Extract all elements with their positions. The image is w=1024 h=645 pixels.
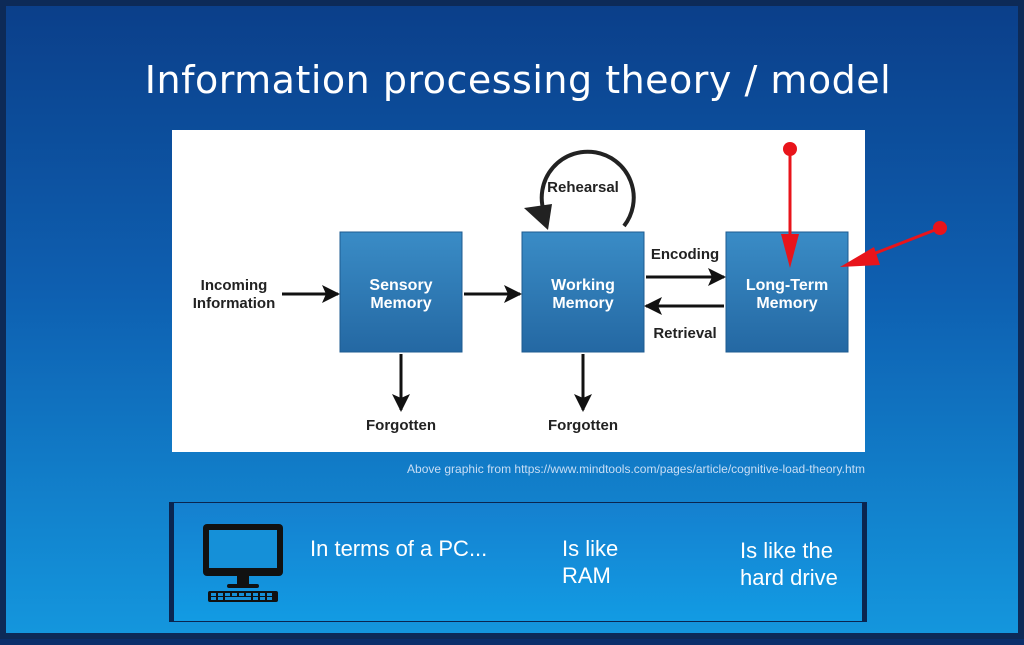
sensory-memory-label-1: Sensory [369, 277, 432, 294]
rehearsal-arrowhead [524, 204, 552, 230]
encoding-label: Encoding [651, 246, 719, 263]
long-term-memory-label-1: Long-Term [746, 277, 828, 294]
long-term-memory-label-2: Memory [756, 295, 817, 312]
desktop-computer-icon [203, 524, 283, 602]
ram-comparison-line1: Is like [562, 536, 619, 561]
long-term-memory-box: Long-Term Memory [725, 231, 849, 353]
working-memory-label-1: Working [551, 277, 615, 294]
pc-comparison-panel: In terms of a PC... Is like RAM Is like … [169, 502, 867, 622]
ram-comparison-text: Is like RAM [562, 535, 662, 589]
hard-drive-comparison-line1: Is like the [740, 538, 833, 563]
incoming-label-1: Incoming [201, 277, 268, 294]
sensory-memory-box: Sensory Memory [339, 231, 463, 353]
pc-intro-text: In terms of a PC... [310, 536, 488, 561]
working-memory-label-2: Memory [552, 295, 613, 312]
working-forgotten-label: Forgotten [548, 417, 618, 434]
incoming-label-2: Information [193, 295, 276, 312]
retrieval-label: Retrieval [653, 325, 716, 342]
rehearsal-label: Rehearsal [547, 179, 619, 196]
working-memory-box: Working Memory [521, 231, 645, 353]
memory-model-diagram: Sensory Memory Working Memory Long-Term … [172, 130, 865, 452]
sensory-forgotten-label: Forgotten [366, 417, 436, 434]
rehearsal-loop [539, 149, 636, 228]
ram-comparison-line2: RAM [562, 563, 611, 588]
hard-drive-comparison-line2: hard drive [740, 565, 838, 590]
hard-drive-comparison-text: Is like the hard drive [740, 537, 870, 591]
slide-title: Information processing theory / model [144, 58, 892, 102]
image-credit: Above graphic from https://www.mindtools… [407, 462, 865, 476]
diagram-svg: Sensory Memory Working Memory Long-Term … [193, 149, 849, 434]
sensory-memory-label-2: Memory [370, 295, 431, 312]
